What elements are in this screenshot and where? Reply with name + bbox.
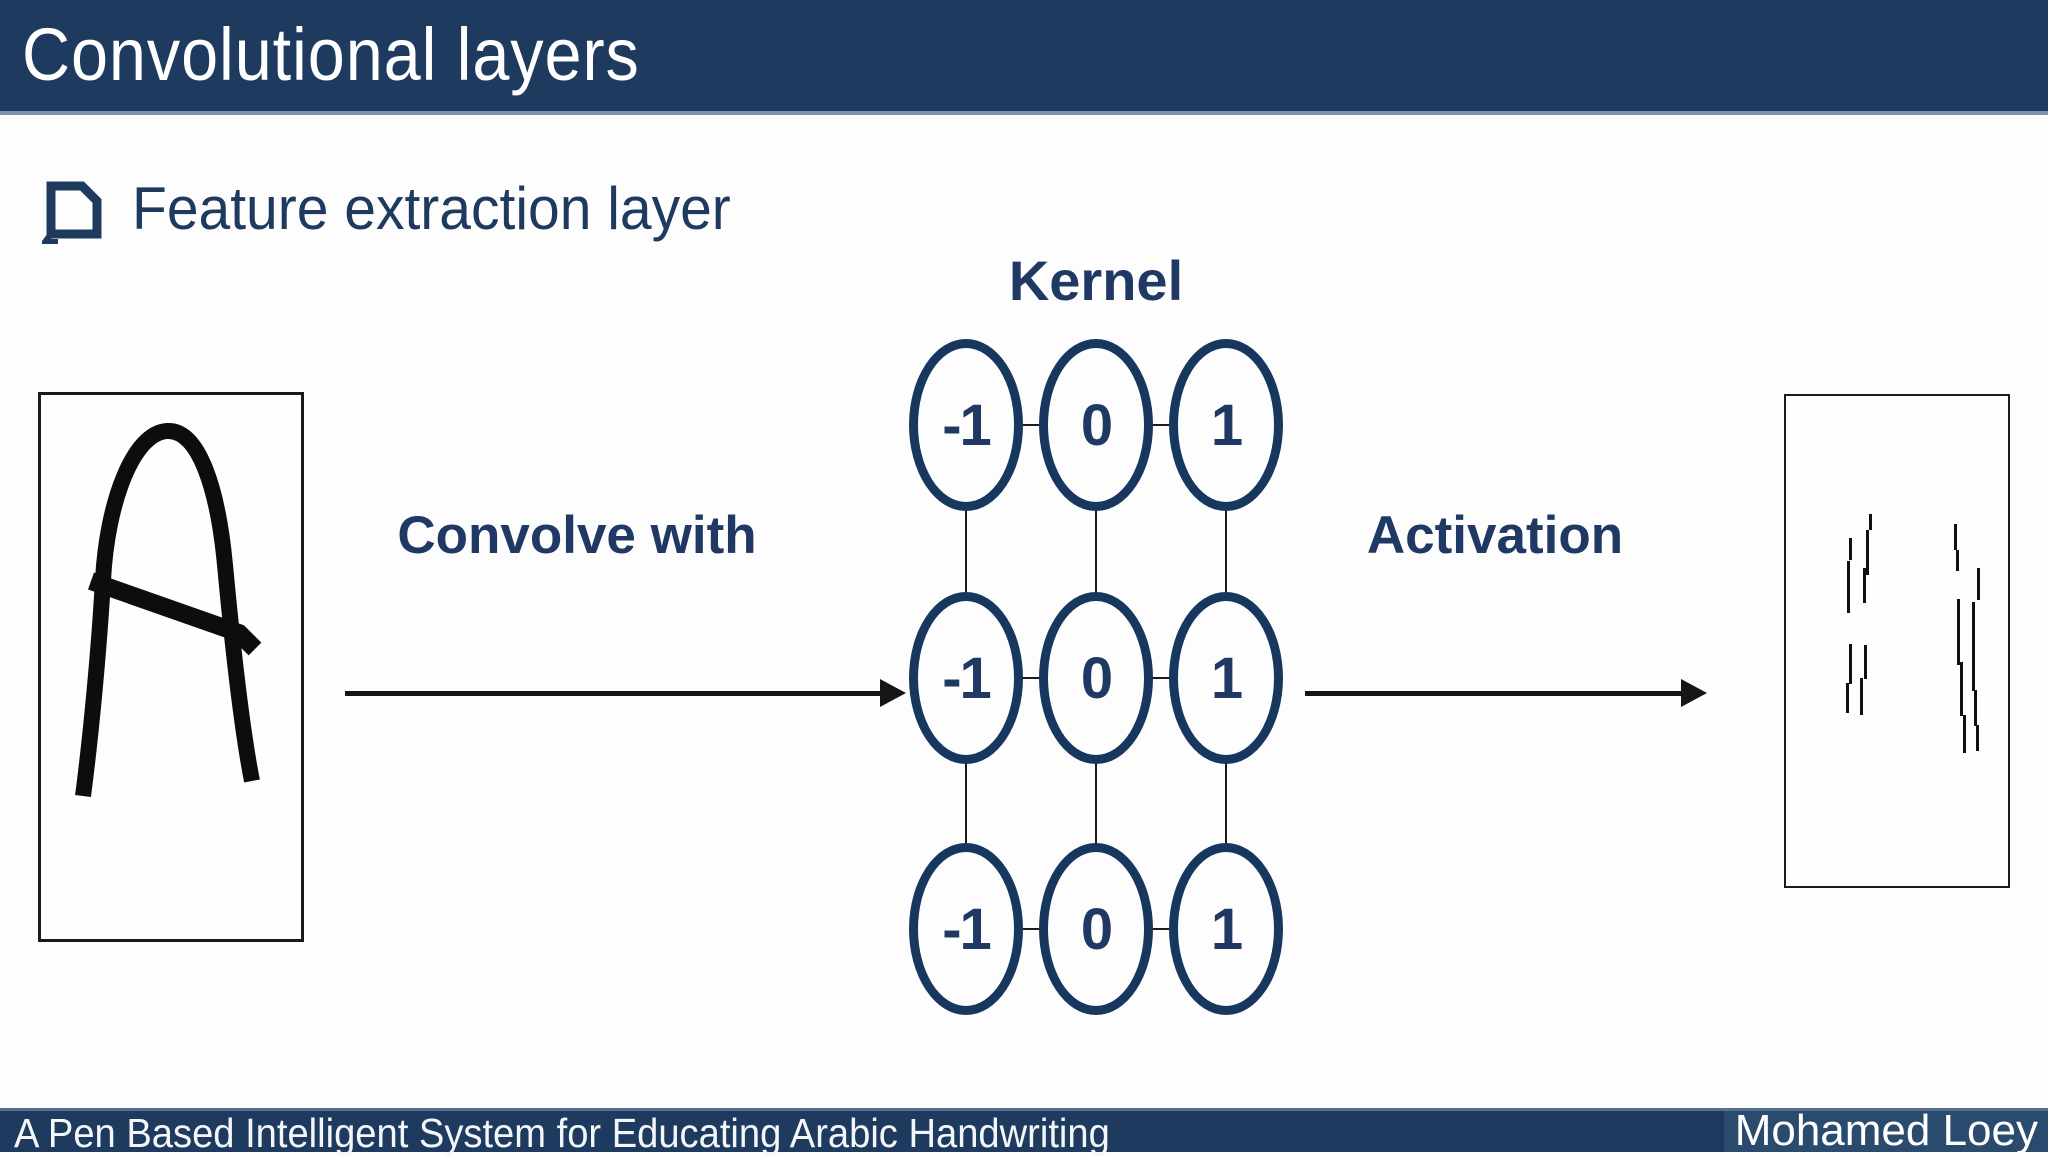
section-heading: Feature extraction layer [132,174,731,242]
feature-edge-stroke [1963,715,1966,753]
feature-edge-stroke [1847,561,1850,613]
kernel-node-r2c1: -1 [909,592,1023,764]
convolve-arrow-head [880,679,906,707]
feature-edge-stroke [1860,678,1863,715]
feature-edge-stroke [1976,725,1979,751]
feature-edge-stroke [1863,568,1866,603]
kernel-node-r2c2: 0 [1039,592,1153,764]
feature-map-box [1784,394,2010,888]
feature-edge-stroke [1972,602,1975,691]
kernel-node-r2c3: 1 [1169,592,1283,764]
feature-edge-stroke [1954,524,1957,550]
footer-title: A Pen Based Intelligent System for Educa… [14,1110,1110,1156]
feature-edge-stroke [1849,644,1852,684]
footer-author: Mohamed Loey [1734,1106,2038,1155]
feature-edge-stroke [1974,690,1977,726]
handwritten-letter-a [75,423,262,798]
kernel-node-r1c1: -1 [909,339,1023,511]
input-image-box [38,392,304,942]
feature-edge-stroke [1960,662,1963,716]
convolve-label: Convolve with [397,506,757,565]
bullet-row: Feature extraction layer [42,172,762,244]
kernel-label: Kernel [1008,249,1184,312]
footer-author-panel [1724,1108,2048,1152]
activation-arrow-head [1681,679,1707,707]
feature-edge-stroke [1864,645,1867,679]
activation-label: Activation [1366,506,1624,565]
checkbox-bullet-icon [42,181,102,244]
feature-edge-stroke [1957,599,1960,665]
activation-arrow-line [1305,691,1683,696]
header-bar: Convolutional layers [0,0,2048,115]
kernel-node-r1c2: 0 [1039,339,1153,511]
kernel-node-r1c3: 1 [1169,339,1283,511]
feature-edge-stroke [1869,514,1872,530]
feature-edge-stroke [1846,683,1849,713]
feature-edge-stroke [1956,550,1959,571]
slide-title: Convolutional layers [22,13,640,96]
footer-bar [0,1108,2048,1152]
feature-edge-stroke [1849,538,1852,560]
feature-edge-stroke [1977,568,1980,600]
kernel-node-r3c3: 1 [1169,843,1283,1015]
convolve-arrow-line [345,691,882,696]
feature-edge-stroke [1866,530,1869,575]
kernel-node-r3c1: -1 [909,843,1023,1015]
kernel-node-r3c2: 0 [1039,843,1153,1015]
